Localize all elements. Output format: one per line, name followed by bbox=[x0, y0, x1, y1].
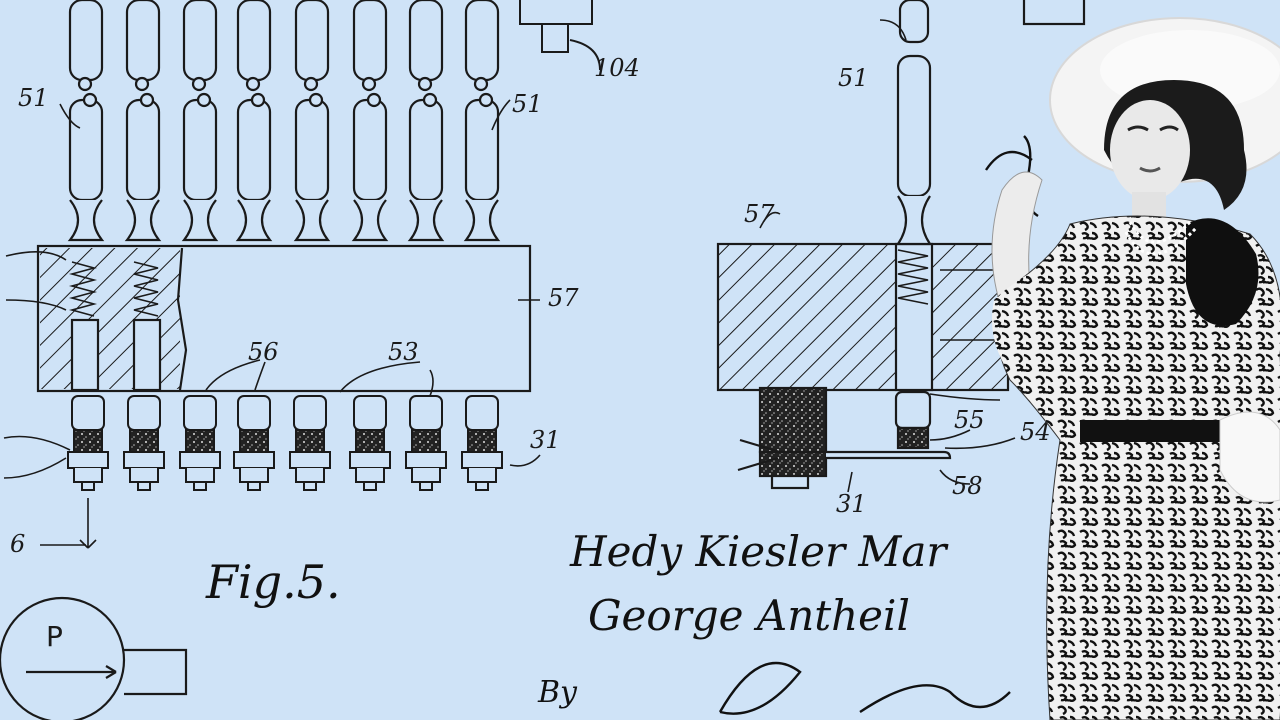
label-31-left: 31 bbox=[530, 426, 561, 454]
label-P: P bbox=[46, 620, 63, 653]
label-57-left: 57 bbox=[548, 284, 579, 312]
left-assembly bbox=[36, 244, 532, 393]
signature-george: George Antheil bbox=[588, 591, 910, 640]
magnet-104 bbox=[519, 0, 601, 71]
label-6: 6 bbox=[10, 530, 25, 558]
right-assembly bbox=[716, 0, 1086, 493]
face bbox=[1110, 100, 1190, 200]
block-outline bbox=[36, 244, 532, 393]
corsage bbox=[1186, 218, 1259, 326]
necklace bbox=[1124, 220, 1198, 256]
signature-flourish bbox=[718, 661, 1011, 715]
label-104: 104 bbox=[594, 54, 640, 82]
label-57-right: 57 bbox=[744, 200, 775, 228]
raised-arm bbox=[991, 171, 1043, 311]
woman-photo bbox=[991, 17, 1280, 720]
label-55: 55 bbox=[954, 406, 985, 434]
figure-caption: Fig.5. bbox=[205, 555, 341, 609]
label-56: 56 bbox=[248, 338, 279, 366]
signature-hedy: Hedy Kiesler Mar bbox=[569, 527, 949, 576]
left-pins bbox=[67, 0, 500, 242]
label-51-right: 51 bbox=[512, 90, 543, 118]
leader-lines bbox=[3, 99, 541, 549]
label-54: 54 bbox=[1020, 418, 1051, 446]
belt bbox=[1080, 420, 1230, 442]
label-58: 58 bbox=[952, 472, 983, 500]
label-51-left: 51 bbox=[18, 84, 49, 112]
glove bbox=[1219, 411, 1280, 503]
pump-diagram bbox=[0, 596, 188, 720]
label-31-right: 31 bbox=[836, 490, 867, 518]
signature-by: By bbox=[537, 675, 578, 710]
label-53: 53 bbox=[388, 338, 419, 366]
part-labels: 51 51 51 104 57 57 56 53 31 31 55 54 58 … bbox=[10, 54, 1051, 653]
left-plungers bbox=[67, 395, 503, 491]
label-51-rightfig: 51 bbox=[838, 64, 869, 92]
